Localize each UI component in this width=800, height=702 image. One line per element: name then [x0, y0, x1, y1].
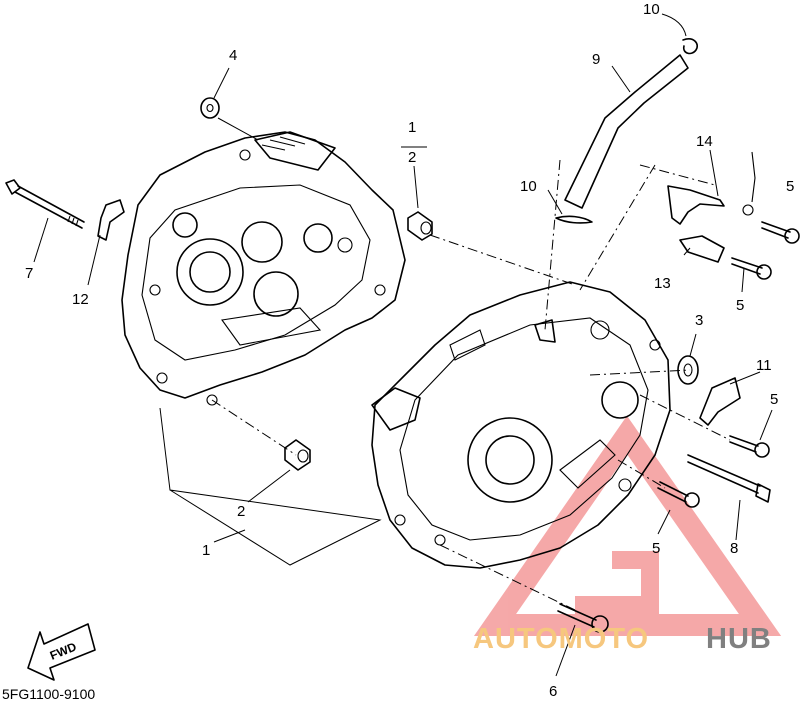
callout-1-top: 1 — [408, 119, 416, 136]
watermark-text-hub: HUB — [706, 623, 772, 655]
callout-4: 4 — [229, 47, 237, 64]
callout-14: 14 — [696, 133, 713, 150]
callout-11: 11 — [756, 357, 772, 374]
callout-2-bottom: 2 — [237, 503, 245, 520]
watermark-text-automoto: AUTOMOTO — [473, 623, 649, 655]
diagram-code: 5FG1100-9100 — [2, 686, 95, 702]
callout-12: 12 — [72, 291, 89, 308]
callout-5-b: 5 — [736, 297, 744, 314]
callout-10-mid: 10 — [520, 178, 537, 195]
callout-6: 6 — [549, 683, 557, 700]
callout-5-c: 5 — [770, 391, 778, 408]
fwd-label: FWD — [48, 639, 79, 662]
callout-2-top: 2 — [408, 149, 416, 166]
left-crankcase-half — [121, 131, 406, 406]
callout-3: 3 — [695, 312, 703, 329]
watermark-logo — [473, 415, 782, 636]
callout-5-d: 5 — [652, 540, 660, 557]
callout-1-bottom: 1 — [202, 542, 210, 559]
callout-10-top: 10 — [643, 1, 660, 18]
callout-labels: 4 1 2 7 12 10 9 14 10 5 13 5 3 11 5 2 1 … — [25, 1, 794, 700]
watermark-text: AUTOMOTO HUB — [473, 623, 772, 655]
callout-13: 13 — [654, 275, 671, 292]
fwd-arrow-icon: FWD — [27, 623, 96, 681]
small-parts — [5, 38, 800, 633]
alignment-lines — [211, 159, 731, 611]
right-crankcase-half — [371, 281, 671, 569]
callout-9: 9 — [592, 51, 600, 68]
leader-lines — [33, 13, 773, 677]
callout-5-a: 5 — [786, 178, 794, 195]
callout-8: 8 — [730, 540, 738, 557]
callout-7: 7 — [25, 265, 33, 282]
